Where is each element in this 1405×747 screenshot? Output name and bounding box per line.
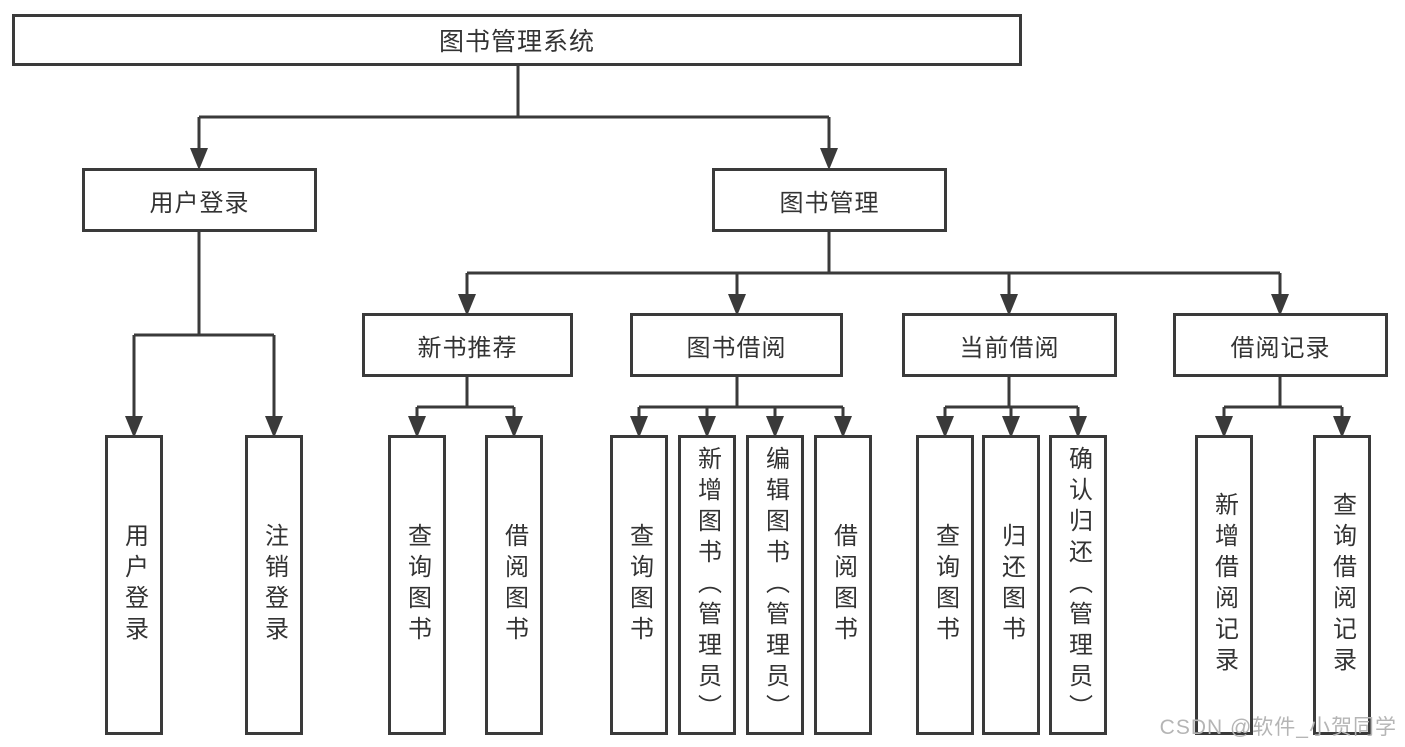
connector-path xyxy=(132,65,1344,418)
arrowhead-down-icon xyxy=(1271,294,1289,316)
node-user-login: 用户登录 xyxy=(82,168,317,232)
leaf-query-borrow-record: 查询借阅记录 xyxy=(1313,435,1371,735)
arrowhead-down-icon xyxy=(698,416,716,438)
leaf-label: 查询借阅记录 xyxy=(1328,492,1356,678)
arrowhead-down-icon xyxy=(630,416,648,438)
leaf-label: 查询图书 xyxy=(403,523,431,647)
leaf-confirm-return-admin: 确认归还（管理员） xyxy=(1049,435,1107,735)
arrowhead-down-icon xyxy=(458,294,476,316)
arrowhead-down-icon xyxy=(1215,416,1233,438)
leaf-borrow-books-newbook: 借阅图书 xyxy=(485,435,543,735)
leaf-label: 归还图书 xyxy=(997,523,1025,647)
arrowhead-down-icon xyxy=(1069,416,1087,438)
arrowhead-down-icon xyxy=(766,416,784,438)
leaf-borrow-books-borrowing: 借阅图书 xyxy=(814,435,872,735)
leaf-label: 查询图书 xyxy=(625,523,653,647)
arrowhead-down-icon xyxy=(125,416,143,438)
arrowhead-down-icon xyxy=(190,148,208,170)
arrowhead-down-icon xyxy=(265,416,283,438)
leaf-query-books-newbook: 查询图书 xyxy=(388,435,446,735)
arrowhead-down-icon xyxy=(728,294,746,316)
leaf-add-books-admin: 新增图书（管理员） xyxy=(678,435,736,735)
arrow-heads xyxy=(125,148,1351,438)
leaf-label: 编辑图书（管理员） xyxy=(761,445,789,725)
leaf-label: 用户登录 xyxy=(120,523,148,647)
leaf-logout: 注销登录 xyxy=(245,435,303,735)
leaf-query-books-borrowing: 查询图书 xyxy=(610,435,668,735)
leaf-label: 借阅图书 xyxy=(500,523,528,647)
node-new-book-recommend: 新书推荐 xyxy=(362,313,573,377)
arrowhead-down-icon xyxy=(505,416,523,438)
csdn-watermark: CSDN @软件_小贺同学 xyxy=(1159,716,1397,739)
arrowhead-down-icon xyxy=(936,416,954,438)
node-borrowing-records: 借阅记录 xyxy=(1173,313,1388,377)
leaf-label: 查询图书 xyxy=(931,523,959,647)
node-book-management: 图书管理 xyxy=(712,168,947,232)
node-current-borrowing: 当前借阅 xyxy=(902,313,1117,377)
leaf-query-books-current: 查询图书 xyxy=(916,435,974,735)
arrowhead-down-icon xyxy=(1002,416,1020,438)
leaf-add-borrow-record: 新增借阅记录 xyxy=(1195,435,1253,735)
leaf-edit-books-admin: 编辑图书（管理员） xyxy=(746,435,804,735)
leaf-user-login: 用户登录 xyxy=(105,435,163,735)
arrowhead-down-icon xyxy=(1000,294,1018,316)
leaf-return-books: 归还图书 xyxy=(982,435,1040,735)
node-book-borrowing: 图书借阅 xyxy=(630,313,843,377)
arrowhead-down-icon xyxy=(1333,416,1351,438)
leaf-label: 注销登录 xyxy=(260,523,288,647)
leaf-label: 新增借阅记录 xyxy=(1210,492,1238,678)
arrowhead-down-icon xyxy=(834,416,852,438)
leaf-label: 确认归还（管理员） xyxy=(1064,445,1092,725)
leaf-label: 借阅图书 xyxy=(829,523,857,647)
leaf-label: 新增图书（管理员） xyxy=(693,445,721,725)
arrowhead-down-icon xyxy=(820,148,838,170)
arrowhead-down-icon xyxy=(408,416,426,438)
node-root-system: 图书管理系统 xyxy=(12,14,1022,66)
